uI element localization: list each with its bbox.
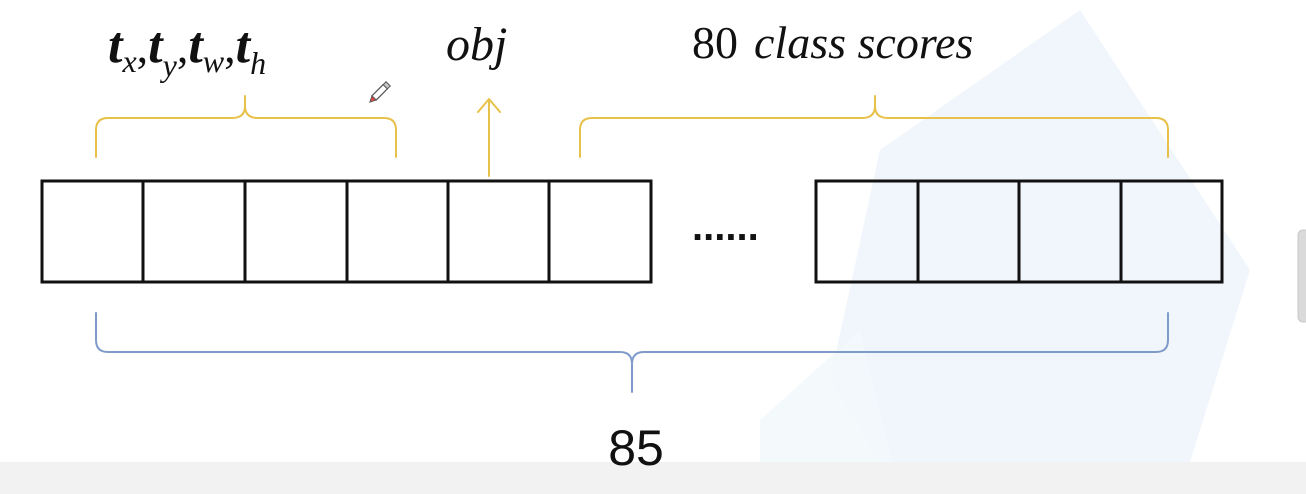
- bbox-separator: ,: [224, 21, 236, 72]
- watermark-triangle-lower: [760, 330, 900, 494]
- bbox-params-label: tx,ty,tw,th: [108, 17, 266, 83]
- ellipsis: ......: [692, 205, 759, 249]
- bbox-param-tw: t: [188, 17, 204, 74]
- class-scores-label: 80 class scores: [692, 17, 973, 68]
- bbox-param-th: t: [236, 17, 252, 74]
- class-scores-text: class scores: [754, 17, 973, 68]
- bbox-params-brace: [95, 95, 397, 158]
- bbox-param-ty: t: [148, 17, 164, 74]
- vector-cell: [141, 179, 247, 284]
- objectness-label: obj: [446, 18, 507, 71]
- bottom-shadow-bar: [0, 462, 1306, 494]
- bbox-param-tx: t: [108, 17, 124, 74]
- vector-cell: [1119, 179, 1224, 284]
- left-cell-group: [40, 179, 653, 284]
- class-scores-brace: [579, 95, 1169, 158]
- bbox-separator: ,: [137, 21, 149, 72]
- total-length-label: 85: [608, 420, 664, 476]
- bbox-param-ty-sub: y: [160, 47, 178, 83]
- vector-cell: [345, 179, 450, 284]
- objectness-arrow: [477, 98, 501, 177]
- background-watermark: [0, 10, 1306, 494]
- class-count: 80: [692, 17, 738, 68]
- bbox-param-tx-sub: x: [121, 43, 136, 79]
- vector-cell: [547, 179, 653, 284]
- watermark-triangle: [830, 10, 1250, 494]
- bbox-param-tw-sub: w: [203, 43, 225, 79]
- pen-cursor-icon: [369, 81, 391, 103]
- vector-cell: [243, 179, 349, 284]
- total-length-brace: [95, 312, 1169, 393]
- vector-cell: [40, 179, 145, 284]
- bbox-separator: ,: [177, 21, 189, 72]
- right-edge-tab: [1297, 229, 1306, 323]
- bbox-param-th-sub: h: [250, 45, 266, 81]
- right-cell-group: [814, 179, 1224, 284]
- vector-cell: [446, 179, 551, 284]
